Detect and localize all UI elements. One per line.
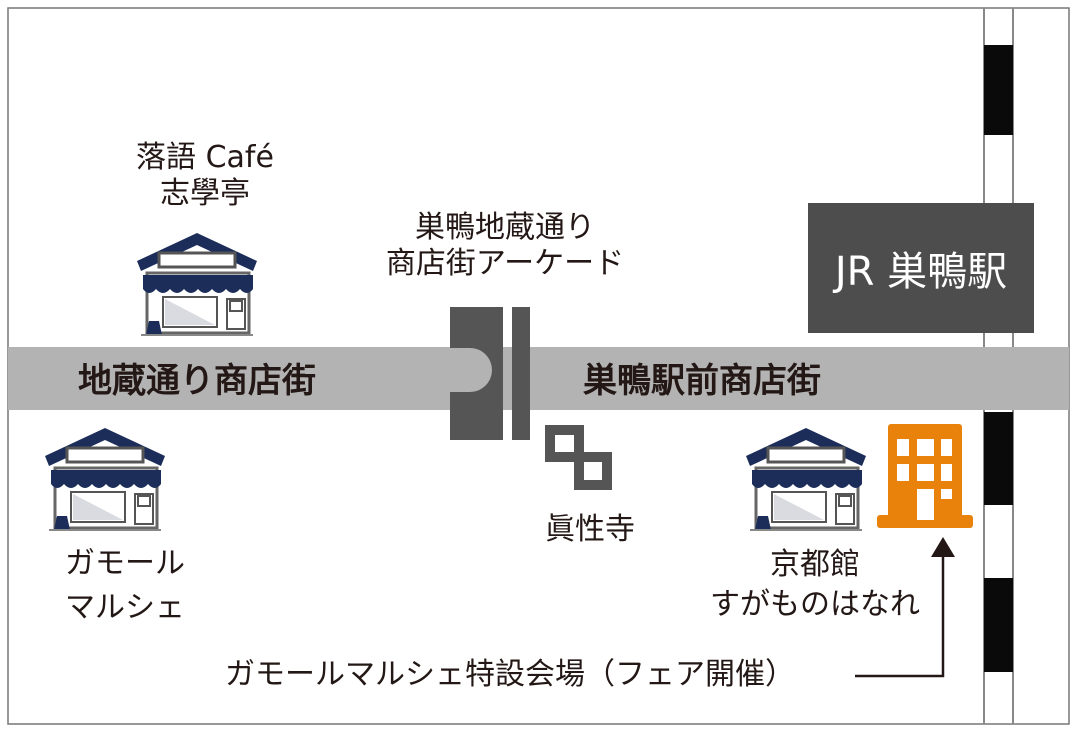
shop-label-line2: すがものはなれ — [710, 587, 920, 622]
road-label-east: 巣鴨駅前商店街 — [583, 361, 821, 401]
shop-icon-kyotokan — [744, 426, 868, 532]
shop-label-line1: 落語 Café — [136, 140, 274, 175]
jr-sugamo-station: JR 巣鴨駅 — [808, 203, 1034, 333]
arcade-icon — [450, 307, 530, 440]
building-icon — [877, 424, 973, 528]
road-label-west: 地蔵通り商店街 — [78, 361, 316, 401]
temple-manji-icon — [545, 425, 612, 490]
shop-label-kyotokan: 京都館 すがものはなれ — [690, 545, 940, 625]
arcade-label-line1: 巣鴨地蔵通り — [415, 210, 595, 245]
shop-label-line2: マルシェ — [65, 590, 185, 625]
railway — [983, 8, 1014, 724]
station-label: JR 巣鴨駅 — [834, 249, 1008, 295]
shop-icon-gamall — [43, 426, 167, 532]
venue-note: ガモールマルシェ特設会場（フェア開催） — [225, 657, 795, 692]
venue-arrow — [855, 537, 955, 678]
shop-label-line2: 志學亭 — [160, 176, 250, 211]
shop-label-line1: 京都館 — [770, 547, 860, 582]
shop-label-rakugo: 落語 Café 志學亭 — [110, 140, 300, 212]
arcade-label: 巣鴨地蔵通り 商店街アーケード — [365, 210, 645, 282]
main-road — [8, 347, 1069, 410]
temple-label: 眞性寺 — [545, 512, 635, 547]
shop-label-line1: ガモール — [65, 546, 185, 581]
shop-icon-rakugo — [135, 231, 259, 337]
shop-label-gamall: ガモール マルシェ — [40, 542, 210, 630]
arcade-label-line2: 商店街アーケード — [385, 246, 625, 281]
